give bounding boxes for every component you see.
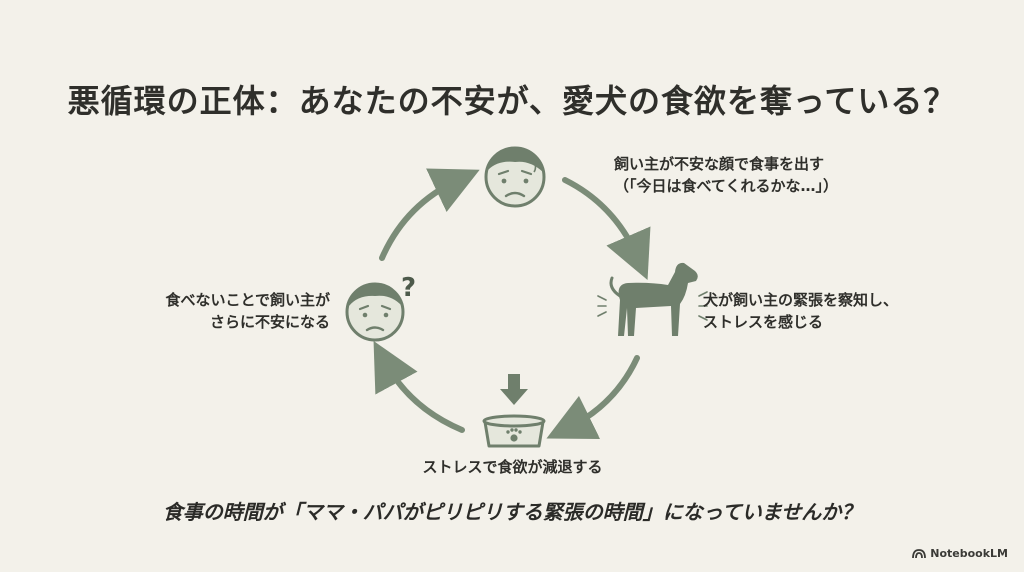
cycle-arrow-right-to-bottom: [546, 355, 640, 439]
question-mark-icon: ?: [401, 273, 416, 303]
cycle-arrow-left-to-top: [379, 168, 480, 261]
down-arrow-icon: [500, 374, 528, 405]
step-label-appetite-loss: ストレスで食欲が減退する: [422, 458, 603, 476]
dog-icon: [609, 262, 698, 336]
cycle-arrow-bottom-to-left: [373, 340, 465, 433]
dog-bowl-icon: [482, 414, 546, 448]
page-title: 悪循環の正体：あなたの不安が、愛犬の食欲を奪っている？: [67, 82, 957, 120]
step-label-dog-senses-tension: 犬が飼い主の緊張を察知し、 ストレスを感じる: [703, 291, 899, 331]
step-label-owner-more-anxious: 食べないことで飼い主が さらに不安になる: [165, 291, 330, 331]
brand-label: NotebookLM: [930, 547, 1008, 560]
step-label-anxious-owner: 飼い主が不安な顔で食事を出す （「今日は食べてくれるかな…」）: [614, 155, 838, 195]
alert-lines-icon: [597, 291, 708, 321]
notebooklm-brand: NotebookLM: [912, 547, 1008, 560]
confused-face-icon: [345, 282, 405, 342]
worried-face-icon: [484, 146, 546, 208]
notebooklm-logo-icon: [912, 549, 927, 559]
cycle-arrow-top-to-right: [562, 177, 651, 281]
bottom-question: 食事の時間が「ママ・パパがピリピリする緊張の時間」になっていませんか？: [162, 500, 862, 524]
